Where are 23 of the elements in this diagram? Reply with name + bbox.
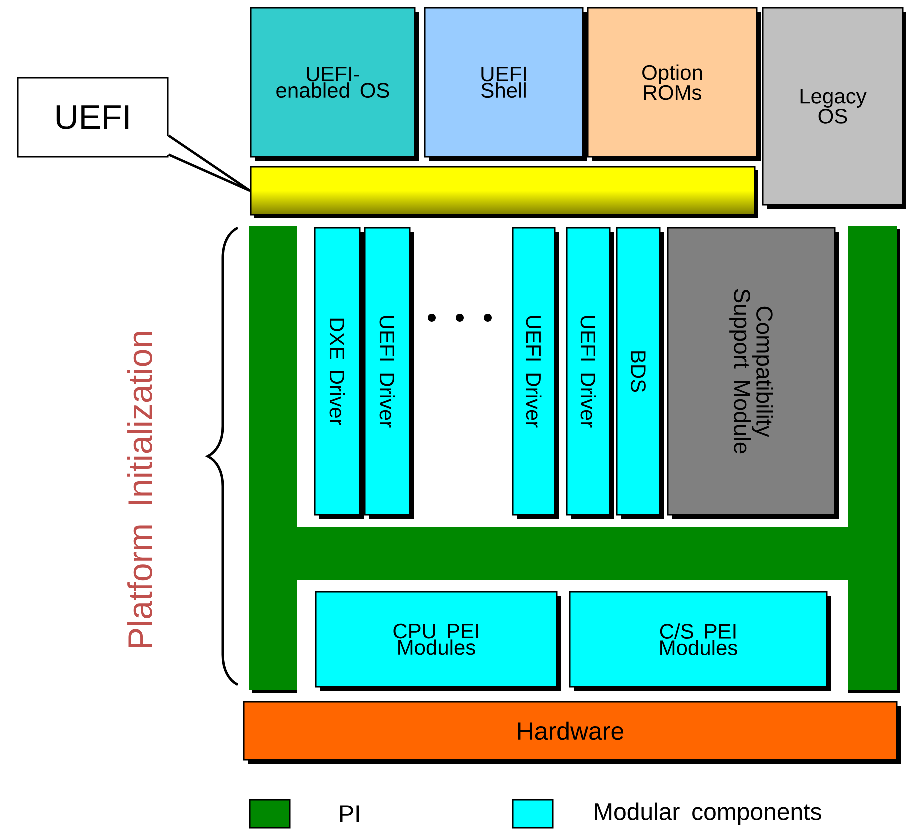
legend-label: Modular components — [596, 802, 822, 826]
callout-tail — [166, 134, 252, 192]
driver-box: UEFI Driver — [566, 227, 614, 519]
node-label: UEFI Shell — [482, 66, 526, 98]
rom-box: Option ROMs — [587, 7, 761, 161]
node-label: Legacy OS — [800, 89, 867, 124]
section-label: Platform Initialization — [128, 332, 152, 648]
callout-box: UEFI — [17, 77, 169, 158]
driver-box: UEFI Driver — [512, 227, 559, 519]
node-label: Option ROMs — [642, 64, 702, 100]
module-box: Compatibility Support Module — [667, 227, 839, 519]
node-label: DXE Driver — [330, 318, 346, 426]
module-box: CPU PEI Modules — [315, 591, 561, 691]
hardware-bar: Hardware — [243, 701, 901, 764]
module-box: C/S PEI Modules — [569, 591, 831, 691]
bds-box: BDS — [616, 227, 664, 519]
os-box: Legacy OS — [762, 7, 906, 209]
interface-bar — [250, 166, 758, 218]
driver-box: UEFI Driver — [364, 227, 414, 519]
os-box: UEFI-enabled OS — [250, 7, 419, 161]
legend-label: PI — [340, 806, 359, 822]
driver-box: DXE Driver — [314, 227, 364, 519]
shell-box: UEFI Shell — [424, 7, 587, 161]
